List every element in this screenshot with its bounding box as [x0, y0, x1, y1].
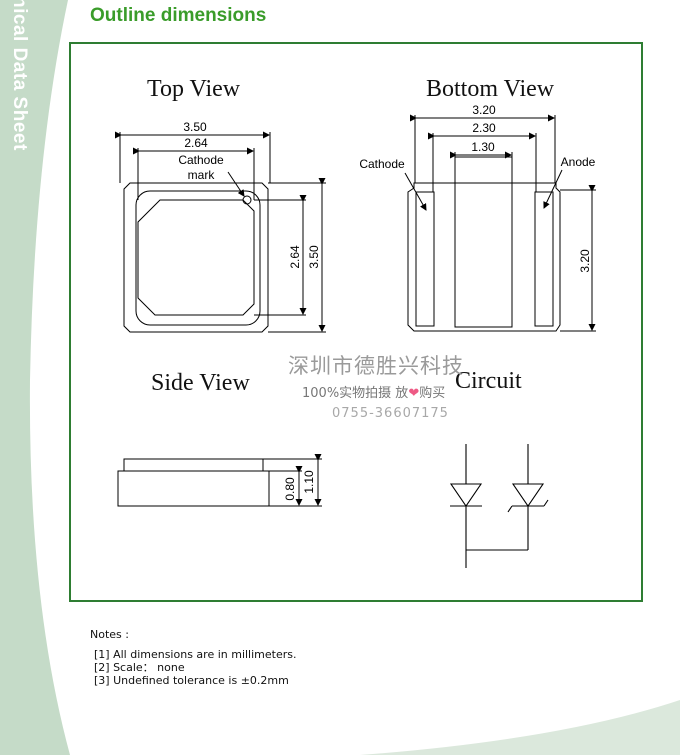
bottom-dim-middle-width: 2.30 [472, 121, 496, 135]
note-item: [2] Scale： none [94, 661, 185, 674]
watermark-company: 深圳市德胜兴科技 [288, 354, 464, 378]
notes-section: Notes : [1] All dimensions are in millim… [90, 628, 297, 687]
top-dim-outer-height: 3.50 [307, 245, 321, 269]
watermark-phone: 0755-36607175 [332, 406, 449, 421]
side-view-title: Side View [151, 370, 250, 396]
side-view-drawing [117, 454, 322, 507]
watermark-slogan: 100%实物拍摄 放❤购买 [302, 382, 445, 401]
notes-title: Notes : [90, 628, 129, 641]
bottom-dim-height: 3.20 [578, 249, 592, 273]
top-dim-inner-height: 2.64 [288, 245, 302, 269]
circuit-title: Circuit [455, 368, 522, 394]
top-view-drawing [115, 131, 326, 333]
top-cathode-label: Cathode [178, 153, 224, 167]
heart-icon: ❤ [408, 386, 420, 401]
bottom-dim-outer-width: 3.20 [472, 103, 496, 117]
watermark-slogan-start: 100%实物拍摄 放 [302, 386, 409, 401]
top-dim-inner-width: 2.64 [184, 136, 208, 150]
side-dim-body: 0.80 [283, 477, 297, 501]
note-item: [1] All dimensions are in millimeters. [94, 648, 297, 661]
bottom-view-drawing [404, 114, 596, 332]
side-dim-total: 1.10 [302, 470, 316, 494]
bottom-anode-label: Anode [561, 155, 596, 169]
note-item: [3] Undefined tolerance is ±0.2mm [94, 674, 289, 687]
top-dim-outer-width: 3.50 [183, 120, 207, 134]
bottom-view-title: Bottom View [426, 76, 555, 102]
top-view-title: Top View [147, 76, 241, 102]
circuit-diagram [449, 444, 549, 568]
section-title: Outline dimensions [90, 5, 267, 26]
watermark-slogan-end: 购买 [419, 386, 446, 401]
bottom-dim-inner-width: 1.30 [471, 140, 495, 154]
top-mark-label: mark [188, 168, 216, 182]
bottom-cathode-label: Cathode [359, 157, 405, 171]
